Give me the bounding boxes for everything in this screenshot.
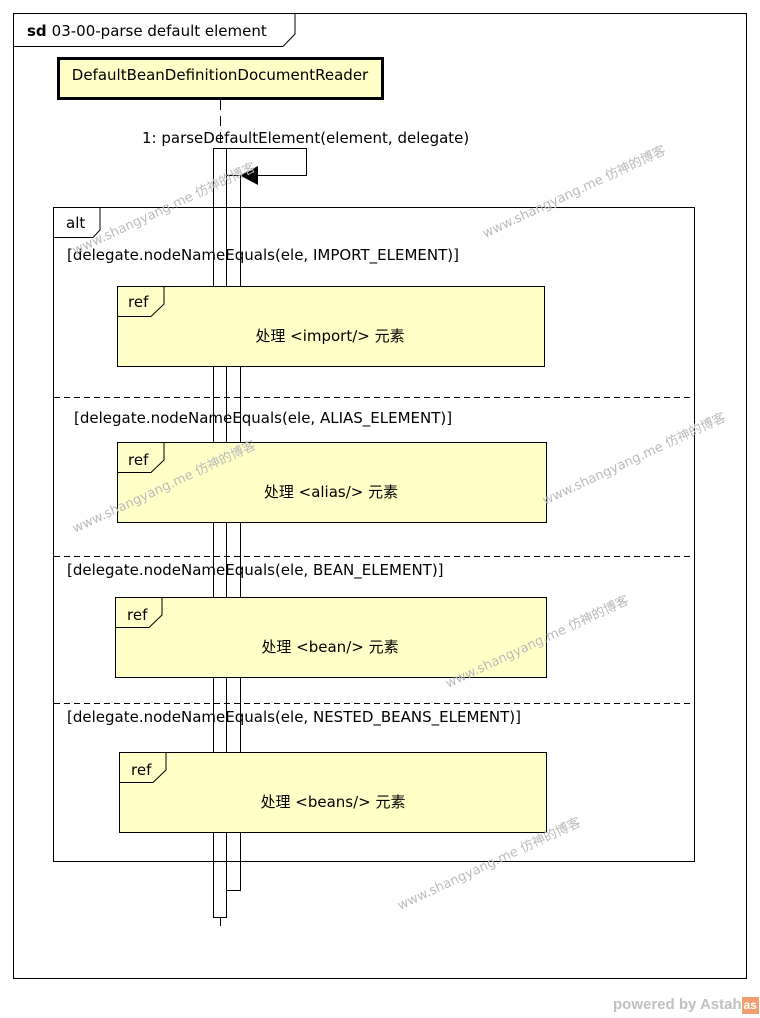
guard-alias: [delegate.nodeNameEquals(ele, ALIAS_ELEM… <box>74 409 452 428</box>
ref-label: ref <box>127 606 148 624</box>
guard-nested-beans: [delegate.nodeNameEquals(ele, NESTED_BEA… <box>67 708 521 727</box>
ref-text: 处理 <beans/> 元素 <box>261 793 406 811</box>
frame-tab <box>13 13 296 47</box>
ref-beans[interactable]: ref 处理 <beans/> 元素 <box>119 752 547 833</box>
ref-label: ref <box>128 293 149 311</box>
guard-import: [delegate.nodeNameEquals(ele, IMPORT_ELE… <box>67 246 459 265</box>
astah-logo-icon: as <box>741 996 759 1014</box>
ref-alias[interactable]: ref 处理 <alias/> 元素 <box>117 442 547 523</box>
lifeline-name: DefaultBeanDefinitionDocumentReader <box>72 66 369 84</box>
ref-label: ref <box>131 761 152 779</box>
ref-text: 处理 <import/> 元素 <box>255 327 404 345</box>
message-label[interactable]: 1: parseDefaultElement(element, delegate… <box>142 129 469 147</box>
lifeline-head[interactable] <box>57 57 384 100</box>
ref-text: 处理 <bean/> 元素 <box>261 638 398 656</box>
guard-bean: [delegate.nodeNameEquals(ele, BEAN_ELEME… <box>67 561 444 580</box>
powered-by-text: powered by Astah <box>613 996 742 1013</box>
frame-keyword: sd <box>27 22 47 40</box>
ref-bean[interactable]: ref 处理 <bean/> 元素 <box>115 597 547 678</box>
alt-fragment <box>53 207 695 862</box>
arrowhead-icon <box>240 166 258 185</box>
ref-text: 处理 <alias/> 元素 <box>264 483 398 501</box>
alt-tab <box>53 207 101 238</box>
frame-title: 03-00-parse default element <box>52 22 267 40</box>
alt-label: alt <box>66 214 85 232</box>
ref-import[interactable]: ref 处理 <import/> 元素 <box>117 286 545 367</box>
ref-label: ref <box>128 451 149 469</box>
self-message-arrow[interactable] <box>227 148 307 176</box>
